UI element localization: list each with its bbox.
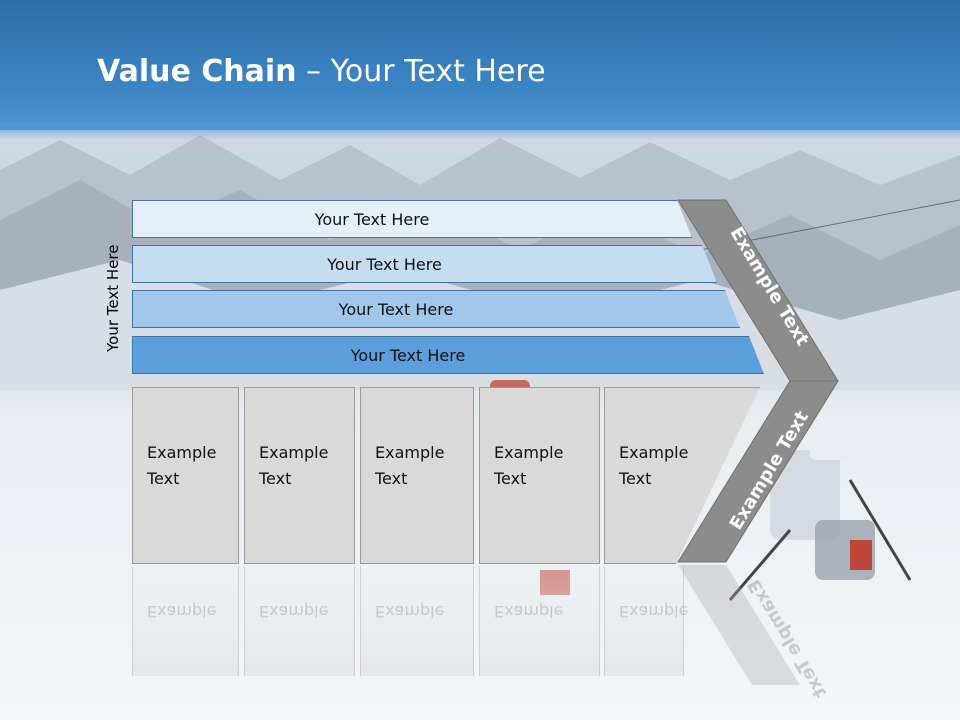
support-bar-4: Your Text Here [132,336,764,374]
box-line-2: Text [619,469,652,488]
reflection-text: Example [619,602,689,621]
support-bar-1: Your Text Here [132,200,692,238]
support-bar-label: Your Text Here [350,345,466,365]
box-line-2: Text [147,469,180,488]
box-line-1: Example [147,443,217,462]
box-line-2: Text [375,469,408,488]
box-line-1: Example [619,443,689,462]
reflection-text: Example [494,602,564,621]
reflection-text: Example [259,602,329,621]
title-rest: – Your Text Here [296,54,546,89]
title-banner [0,0,960,130]
reflection-text: Example [375,602,445,621]
box-line-2: Text [494,469,527,488]
primary-box-1: Example Text [132,387,239,564]
support-bar-label: Your Text Here [338,299,454,319]
primary-box-3: Example Text [360,387,474,564]
box-line-2: Text [259,469,292,488]
primary-box-4: Example Text [479,387,600,564]
support-bar-label: Your Text Here [327,254,442,274]
banner-fade [0,122,960,140]
support-bar-2: Your Text Here [132,245,717,283]
primary-box-2: Example Text [244,387,355,564]
box-line-1: Example [494,443,564,462]
box-reflection-2: Example [244,566,355,676]
box-reflection-3: Example [360,566,474,676]
support-bar-label: Your Text Here [314,209,430,229]
side-label: Your Text Here [104,244,122,352]
box-reflection-1: Example [132,566,239,676]
support-bar-3: Your Text Here [132,290,740,328]
title-bold: Value Chain [97,54,297,89]
box-reflection-5: Example [604,566,688,676]
box-line-1: Example [259,443,329,462]
page-title: Value Chain – Your Text Here [97,54,546,89]
reflection-text: Example [147,602,217,621]
box-line-1: Example [375,443,445,462]
box-reflection-4: Example [479,566,600,676]
